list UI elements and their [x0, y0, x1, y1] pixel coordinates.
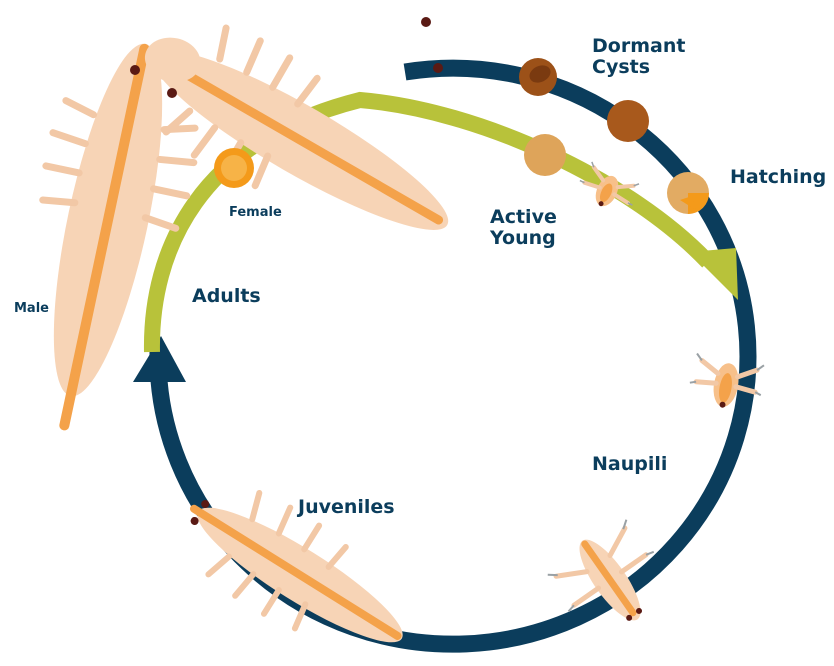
- label-naupili: Naupili: [592, 454, 667, 475]
- egg-sac-icon: [214, 148, 254, 188]
- label-male: Male: [14, 302, 49, 317]
- active-young-cyst-icon: [524, 134, 566, 176]
- active-arrowhead: [690, 248, 738, 300]
- female-eye-icon: [433, 63, 443, 73]
- label-female: Female: [229, 206, 282, 221]
- female-eye-icon: [421, 17, 431, 27]
- dormant-cyst-icon: [519, 58, 557, 96]
- label-juveniles: Juveniles: [298, 497, 395, 518]
- label-dormant-cysts: Dormant Cysts: [592, 36, 685, 79]
- male-eye-icon: [130, 65, 140, 75]
- juvenile-shrimp-icon: [166, 465, 429, 666]
- hatching-cyst-icon: [667, 172, 709, 214]
- label-active-young: Active Young: [490, 207, 557, 250]
- label-adults: Adults: [192, 286, 261, 307]
- dormant-cyst-icon: [607, 100, 649, 142]
- label-hatching: Hatching: [730, 167, 826, 188]
- male-eye-icon: [167, 88, 177, 98]
